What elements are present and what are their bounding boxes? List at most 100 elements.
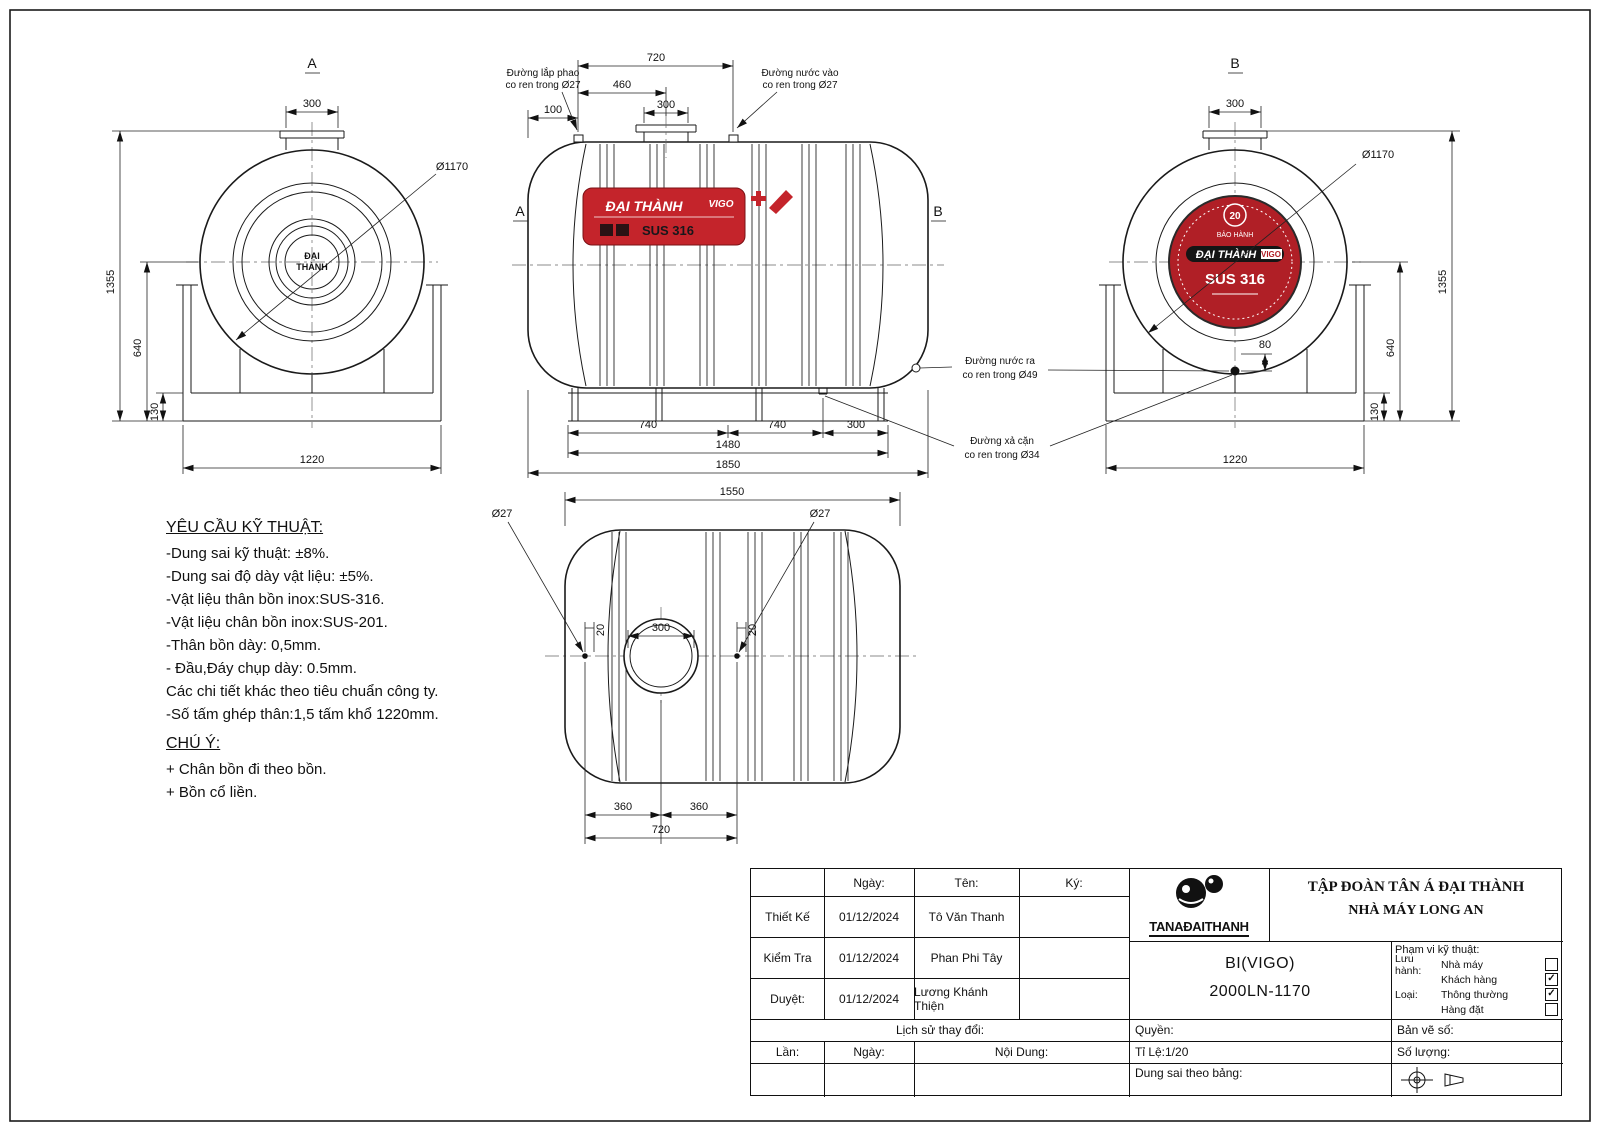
- float-hole-point: [582, 653, 588, 659]
- drain-point: [1230, 366, 1240, 376]
- scope-row: Khách hàng ✓: [1395, 972, 1558, 987]
- tech-item: Các chi tiết khác theo tiêu chuẩn công t…: [166, 683, 439, 700]
- name-check: Phan Phi Tây: [930, 950, 1003, 965]
- dim-b-height-total: 1355: [1437, 270, 1449, 294]
- title-block: Ngày: Tên: Ký: Thiết Kế 01/12/2024 Tô Vă…: [750, 868, 1563, 1097]
- outlet-pipe-label-2: co ren trong Ø49: [962, 370, 1037, 381]
- logo-disc-warranty: BẢO HÀNH: [1217, 230, 1254, 239]
- dim-a-diameter: Ø1170: [436, 161, 468, 173]
- dim-top-d27-left: Ø27: [492, 508, 513, 520]
- view-a-label: A: [307, 55, 317, 71]
- logo-disc-brand: ĐẠI THÀNH: [1196, 248, 1258, 261]
- dim-b-diameter: Ø1170: [1362, 149, 1394, 161]
- dim-side-300: 300: [657, 99, 675, 111]
- product-line-2: 2000LN-1170: [1209, 983, 1311, 1000]
- tech-item: -Vật liệu thân bồn inox:SUS-316.: [166, 591, 385, 608]
- dim-side-300b: 300: [847, 419, 865, 431]
- logo-disc-years: 20: [1229, 211, 1241, 222]
- daithanh-logo-band: ĐẠI THÀNH VIGO SUS 316: [582, 187, 793, 246]
- tanadaithanh-logo-icon: [1176, 875, 1223, 908]
- section-label-b: B: [933, 203, 942, 219]
- tech-item: - Đầu,Đáy chụp dày: 0.5mm.: [166, 660, 357, 677]
- dim-a-base-height: 130: [149, 403, 161, 421]
- tech-item: -Dung sai kỹ thuật: ±8%.: [166, 545, 330, 562]
- red-cross-mark: [751, 191, 766, 206]
- drain-pipe-label-2: co ren trong Ø34: [964, 450, 1039, 461]
- dim-a-base-width: 1220: [300, 454, 324, 466]
- rev-noidung: Nội Dung:: [994, 1045, 1049, 1059]
- ti-le-label: Tỉ Lệ:1/20: [1135, 1045, 1189, 1059]
- product-line-1: BI(VIGO): [1225, 955, 1295, 972]
- float-pipe-label-2: co ren trong Ø27: [505, 80, 580, 91]
- name-design: Tô Văn Thanh: [928, 909, 1005, 924]
- view-top: Ø27 Ø27 20 20 300 1550 360 360 720: [492, 486, 920, 844]
- dim-b-base-width: 1220: [1223, 454, 1247, 466]
- role-check: Kiểm Tra: [763, 950, 812, 965]
- view-a-brand-line2: THÀNH: [296, 262, 328, 272]
- tech-item: -Số tấm ghép thân:1,5 tấm khổ 1220mm.: [166, 706, 439, 723]
- dim-b-top: 300: [1226, 98, 1244, 110]
- dim-top-300: 300: [652, 622, 670, 634]
- section-label-a: A: [515, 203, 525, 219]
- date-check: 01/12/2024: [838, 950, 900, 965]
- logo-band-brand: ĐẠI THÀNH: [606, 198, 684, 214]
- scope-row: Hàng đặt: [1395, 1002, 1558, 1017]
- company-name-1: TẬP ĐOÀN TÂN Á ĐẠI THÀNH: [1307, 878, 1525, 895]
- view-side: 720 460 300 100 Đường lắp phao co ren tr…: [505, 52, 1233, 478]
- technical-requirements: YÊU CẦU KỸ THUẬT: -Dung sai kỹ thuật: ±8…: [166, 514, 466, 804]
- dim-b-base-height: 130: [1369, 403, 1381, 421]
- dim-a-top: 300: [303, 98, 321, 110]
- checkbox-khach-hang: ✓: [1545, 973, 1558, 986]
- company-name-2: NHÀ MÁY LONG AN: [1348, 903, 1484, 918]
- logo-disc-vigo: VIGO: [1261, 250, 1281, 259]
- checkbox-hang-dat: [1545, 1003, 1558, 1016]
- tech-item: -Vật liệu chân bồn inox:SUS-201.: [166, 614, 388, 631]
- logo-band-vigo: VIGO: [708, 199, 733, 210]
- technical-scope: Phạm vi kỹ thuật: Lưu hành: Nhà máy Khác…: [1391, 941, 1563, 1019]
- so-luong-label: Số lượng:: [1397, 1045, 1451, 1059]
- scope-title: Phạm vi kỹ thuật:: [1395, 944, 1480, 956]
- inlet-pipe-label-1: Đường nước vào: [761, 68, 839, 79]
- float-pipe-label-1: Đường lắp phao: [507, 66, 580, 79]
- company-logo-text: TANAĐAITHANH: [1149, 919, 1249, 937]
- tech-note: + Chân bồn đi theo bồn.: [166, 761, 327, 778]
- dim-side-1480: 1480: [716, 439, 740, 451]
- tech-item: -Thân bồn dày: 0,5mm.: [166, 637, 322, 654]
- name-approve: Lương Khánh Thiện: [914, 984, 988, 1013]
- header-sign: Ký:: [1065, 875, 1083, 890]
- scope-row: Loại: Thông thường ✓: [1395, 987, 1558, 1002]
- view-a: A ĐẠI THÀNH 300 Ø1170 1355 640 1: [105, 55, 468, 474]
- dim-b-80: 80: [1259, 339, 1271, 351]
- dim-a-height-total: 1355: [105, 270, 117, 294]
- projection-symbol-icon: [1401, 1067, 1464, 1093]
- company-logo: TANAĐAITHANH: [1129, 869, 1269, 941]
- tech-note-title: CHÚ Ý:: [166, 735, 221, 752]
- dim-top-20-left: 20: [595, 624, 607, 636]
- quyen-label: Quyền:: [1135, 1023, 1174, 1037]
- red-flag-mark: [769, 190, 793, 214]
- drain-pipe-label-1: Đường xả cặn: [970, 436, 1034, 447]
- dung-sai-label: Dung sai theo bảng:: [1135, 1066, 1243, 1080]
- dim-side-720: 720: [647, 52, 665, 64]
- dim-top-1550: 1550: [720, 486, 744, 498]
- inlet-pipe-label-2: co ren trong Ø27: [762, 80, 837, 91]
- scope-row: Lưu hành: Nhà máy: [1395, 953, 1558, 977]
- ban-ve-so-label: Bản vẽ số:: [1397, 1023, 1454, 1037]
- date-approve: 01/12/2024: [838, 991, 900, 1006]
- dim-a-axis-height: 640: [132, 339, 144, 357]
- checkbox-nha-may: [1545, 958, 1558, 971]
- dim-top-720: 720: [652, 824, 670, 836]
- dim-side-740a: 740: [639, 419, 657, 431]
- tech-title: YÊU CẦU KỸ THUẬT:: [166, 519, 324, 536]
- inlet-hole-point: [734, 653, 740, 659]
- dim-top-360a: 360: [614, 801, 632, 813]
- logo-band-sus: SUS 316: [642, 223, 694, 238]
- rev-lan: Lần:: [775, 1045, 800, 1059]
- view-b: B 300 20 BẢO HÀNH ĐẠI THÀNH VIGO SUS 316…: [1099, 55, 1460, 474]
- role-design: Thiết Kế: [765, 909, 810, 924]
- sheet-border: [9, 9, 1591, 1122]
- dim-side-100: 100: [544, 104, 562, 116]
- outlet-pipe-label-1: Đường nước ra: [965, 356, 1035, 367]
- tech-item: -Dung sai độ dày vật liệu: ±5%.: [166, 568, 374, 585]
